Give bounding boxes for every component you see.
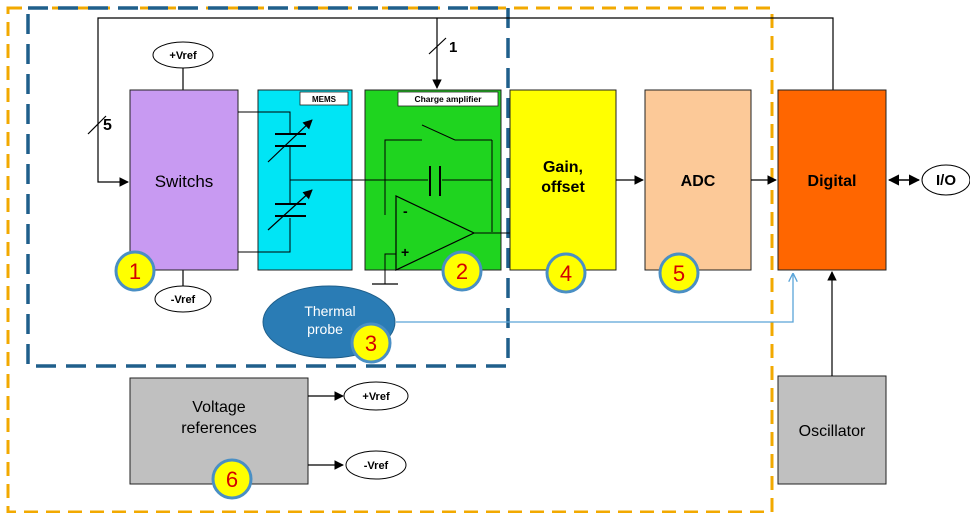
vref-neg-label-switch: -Vref: [171, 294, 196, 306]
adc-block: [644, 89, 752, 271]
vref-pos-terminal-out: [343, 381, 409, 411]
adc-label: ADC: [681, 173, 716, 190]
opamp-plus: +: [401, 244, 409, 260]
gain-label-line1: Gain,: [543, 159, 583, 176]
sensor-boundary: [26, 6, 510, 368]
vref-neg-terminal-out: [345, 450, 407, 480]
vref-pos-label-out: +Vref: [362, 391, 390, 403]
gain-offset-block: [509, 89, 617, 271]
feedback-switch-blade: [421, 124, 456, 141]
marker-4-label: 4: [560, 261, 572, 286]
switch-to-cap1: [238, 111, 291, 134]
voltage-label-line1: Voltage: [192, 399, 245, 416]
vref-neg-label-out: -Vref: [364, 460, 389, 472]
cap1-variable-arrow: [267, 119, 313, 163]
marker-1-label: 1: [129, 259, 141, 284]
bus-width-5: 5: [103, 117, 112, 134]
switch-to-cap2: [238, 218, 291, 253]
oscillator-block: [777, 375, 887, 485]
vref-pos-label-switch: +Vref: [169, 50, 197, 62]
marker-3-label: 3: [365, 331, 377, 356]
opamp-minus: -: [403, 203, 408, 219]
marker-6-label: 6: [226, 467, 238, 492]
mems-label: MEMS: [312, 95, 337, 104]
vref-pos-terminal-switch: [152, 41, 214, 69]
charge-amp-tag: [397, 91, 499, 107]
marker-3: 3: [350, 322, 392, 364]
marker-5: 5: [658, 252, 700, 294]
opamp-symbol: [395, 195, 476, 271]
marker-6: 6: [211, 458, 253, 500]
bus-slash-1: [428, 37, 447, 55]
marker-4: 4: [545, 252, 587, 294]
switches-block: [129, 89, 239, 271]
bus-width-1: 1: [449, 39, 457, 56]
voltage-label-line2: references: [181, 420, 257, 437]
marker-2-label: 2: [456, 259, 468, 284]
cap2-variable-arrow: [267, 189, 313, 231]
vref-neg-terminal-switch: [154, 285, 212, 313]
thermal-label-line1: Thermal: [304, 303, 355, 319]
digital-block: [777, 89, 887, 271]
marker-2: 2: [441, 250, 483, 292]
marker-1: 1: [114, 250, 156, 292]
digital-label: Digital: [808, 173, 857, 190]
io-label: I/O: [936, 172, 956, 189]
feedback-switch-wire: [384, 139, 422, 215]
feedback-bus: [97, 17, 834, 187]
io-terminal: [921, 164, 970, 196]
thermal-signal-line: [396, 274, 793, 323]
opamp-ground-wire: [384, 253, 396, 284]
oscillator-label: Oscillator: [799, 423, 866, 440]
thermal-label-line2: probe: [307, 321, 343, 337]
gain-label-line2: offset: [541, 179, 585, 196]
bus-slash-5: [87, 115, 107, 135]
switches-label: Switchs: [155, 172, 214, 191]
mems-tag: [299, 91, 349, 106]
charge-amp-label: Charge amplifier: [414, 94, 482, 104]
marker-5-label: 5: [673, 261, 685, 286]
